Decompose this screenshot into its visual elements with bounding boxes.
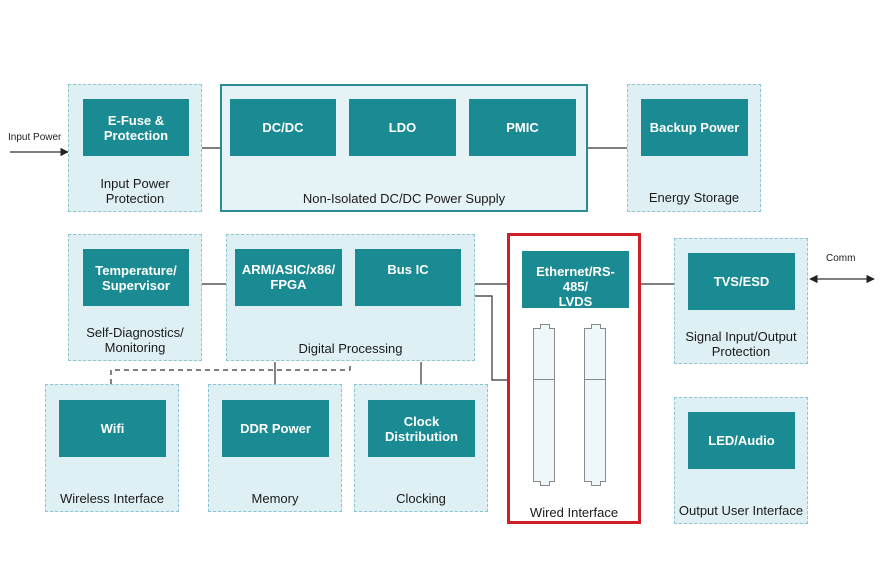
wire-processing-to-wifi-dashed	[110, 362, 351, 384]
clock-distribution-block: Clock Distribution	[368, 400, 475, 457]
wired-interface-group: Ethernet/RS-485/LVDS Wired Interface	[507, 233, 641, 524]
wired-interface-title: Wired Interface	[529, 505, 619, 520]
memory-title: Memory	[251, 491, 299, 506]
input-power-label: Input Power	[8, 132, 62, 143]
dcdc-power-supply-group: DC/DC LDO PMIC Non-Isolated DC/DC Power …	[220, 84, 588, 212]
led-audio-block: LED/Audio	[688, 412, 795, 469]
energy-storage-group: Backup Power Energy Storage	[627, 84, 761, 212]
efuse-protection-block: E-Fuse &Protection	[83, 99, 189, 156]
clocking-title: Clocking	[396, 491, 446, 506]
backup-power-block: Backup Power	[641, 99, 748, 156]
ethernet-rs485-lvds-block: Ethernet/RS-485/LVDS	[522, 251, 629, 309]
self-diagnostics-title: Self-Diagnostics/Monitoring	[86, 325, 184, 355]
comm-label: Comm	[826, 253, 856, 264]
connector-left-icon	[533, 324, 555, 486]
wifi-block: Wifi	[59, 400, 166, 457]
tvs-esd-block: TVS/ESD	[688, 253, 795, 310]
dcdc-block: DC/DC	[230, 99, 336, 156]
self-diagnostics-group: Temperature/Supervisor Self-Diagnostics/…	[68, 234, 202, 361]
temperature-supervisor-block: Temperature/Supervisor	[83, 249, 189, 306]
ddr-power-block: DDR Power	[222, 400, 329, 457]
output-user-interface-group: LED/Audio Output User Interface	[674, 397, 808, 524]
wire-processing-to-wired-b	[475, 295, 507, 381]
dcdc-power-supply-title: Non-Isolated DC/DC Power Supply	[302, 191, 506, 206]
processor-block: ARM/ASIC/x86/FPGA	[235, 249, 342, 306]
wireless-interface-title: Wireless Interface	[59, 491, 165, 506]
clocking-group: Clock Distribution Clocking	[354, 384, 488, 512]
ldo-block: LDO	[349, 99, 456, 156]
connector-right-icon	[584, 324, 606, 486]
digital-processing-group: ARM/ASIC/x86/FPGA Bus IC Digital Process…	[226, 234, 475, 361]
output-user-interface-title: Output User Interface	[678, 503, 804, 518]
wireless-interface-group: Wifi Wireless Interface	[45, 384, 179, 512]
memory-group: DDR Power Memory	[208, 384, 342, 512]
bus-ic-block: Bus IC	[355, 249, 461, 306]
energy-storage-title: Energy Storage	[648, 190, 740, 205]
digital-processing-title: Digital Processing	[298, 341, 403, 356]
pmic-block: PMIC	[469, 99, 576, 156]
